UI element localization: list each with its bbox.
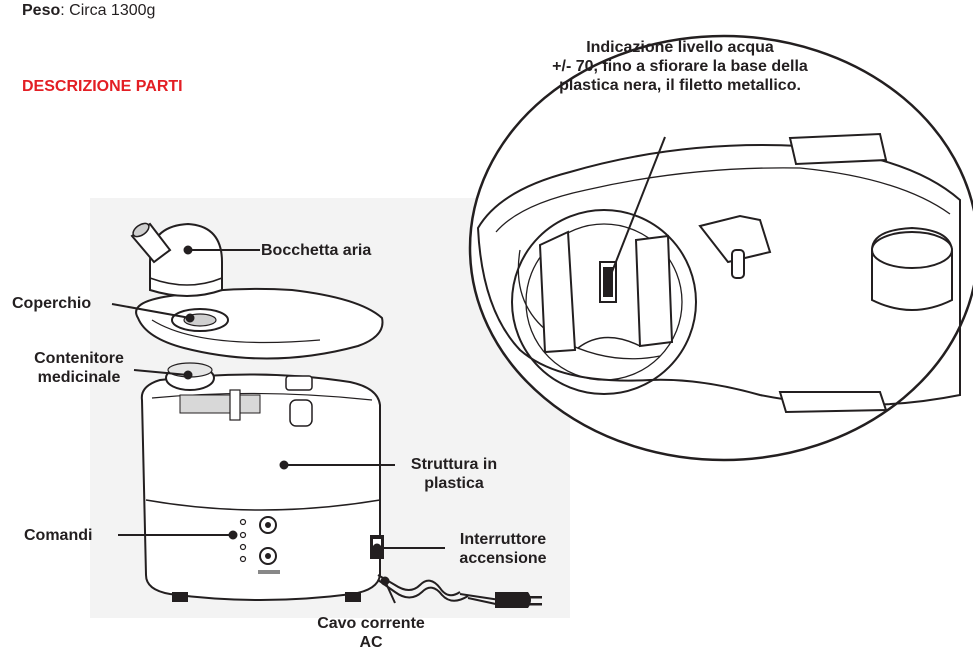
callout-line-2: +/- 70, fino a sfiorare la base della xyxy=(530,57,830,76)
label-ac-cable-line-2: AC xyxy=(306,633,436,652)
label-power-switch-line-2: accensione xyxy=(445,549,561,568)
humidifier-body xyxy=(142,374,380,600)
water-level-callout: Indicazione livello acqua +/- 70, fino a… xyxy=(530,38,830,95)
label-ac-cable-line-1: Cavo corrente xyxy=(306,614,436,633)
label-plastic-structure-line-1: Struttura in xyxy=(396,455,512,474)
label-ac-cable: Cavo corrente AC xyxy=(306,614,436,652)
label-power-switch: Interruttore accensione xyxy=(445,530,561,568)
label-medicine-container: Contenitore medicinale xyxy=(20,349,138,387)
callout-line-3: plastica nera, il filetto metallico. xyxy=(530,76,830,95)
label-plastic-structure-line-2: plastica xyxy=(396,474,512,493)
foot-left xyxy=(172,592,188,602)
callout-line-1: Indicazione livello acqua xyxy=(530,38,830,57)
label-air-nozzle: Bocchetta aria xyxy=(261,241,371,260)
label-lid: Coperchio xyxy=(12,294,91,313)
label-controls: Comandi xyxy=(24,526,92,545)
label-power-switch-line-1: Interruttore xyxy=(445,530,561,549)
foot-right xyxy=(345,592,361,602)
label-medicine-container-line-1: Contenitore xyxy=(20,349,138,368)
label-plastic-structure: Struttura in plastica xyxy=(396,455,512,493)
label-medicine-container-line-2: medicinale xyxy=(20,368,138,387)
